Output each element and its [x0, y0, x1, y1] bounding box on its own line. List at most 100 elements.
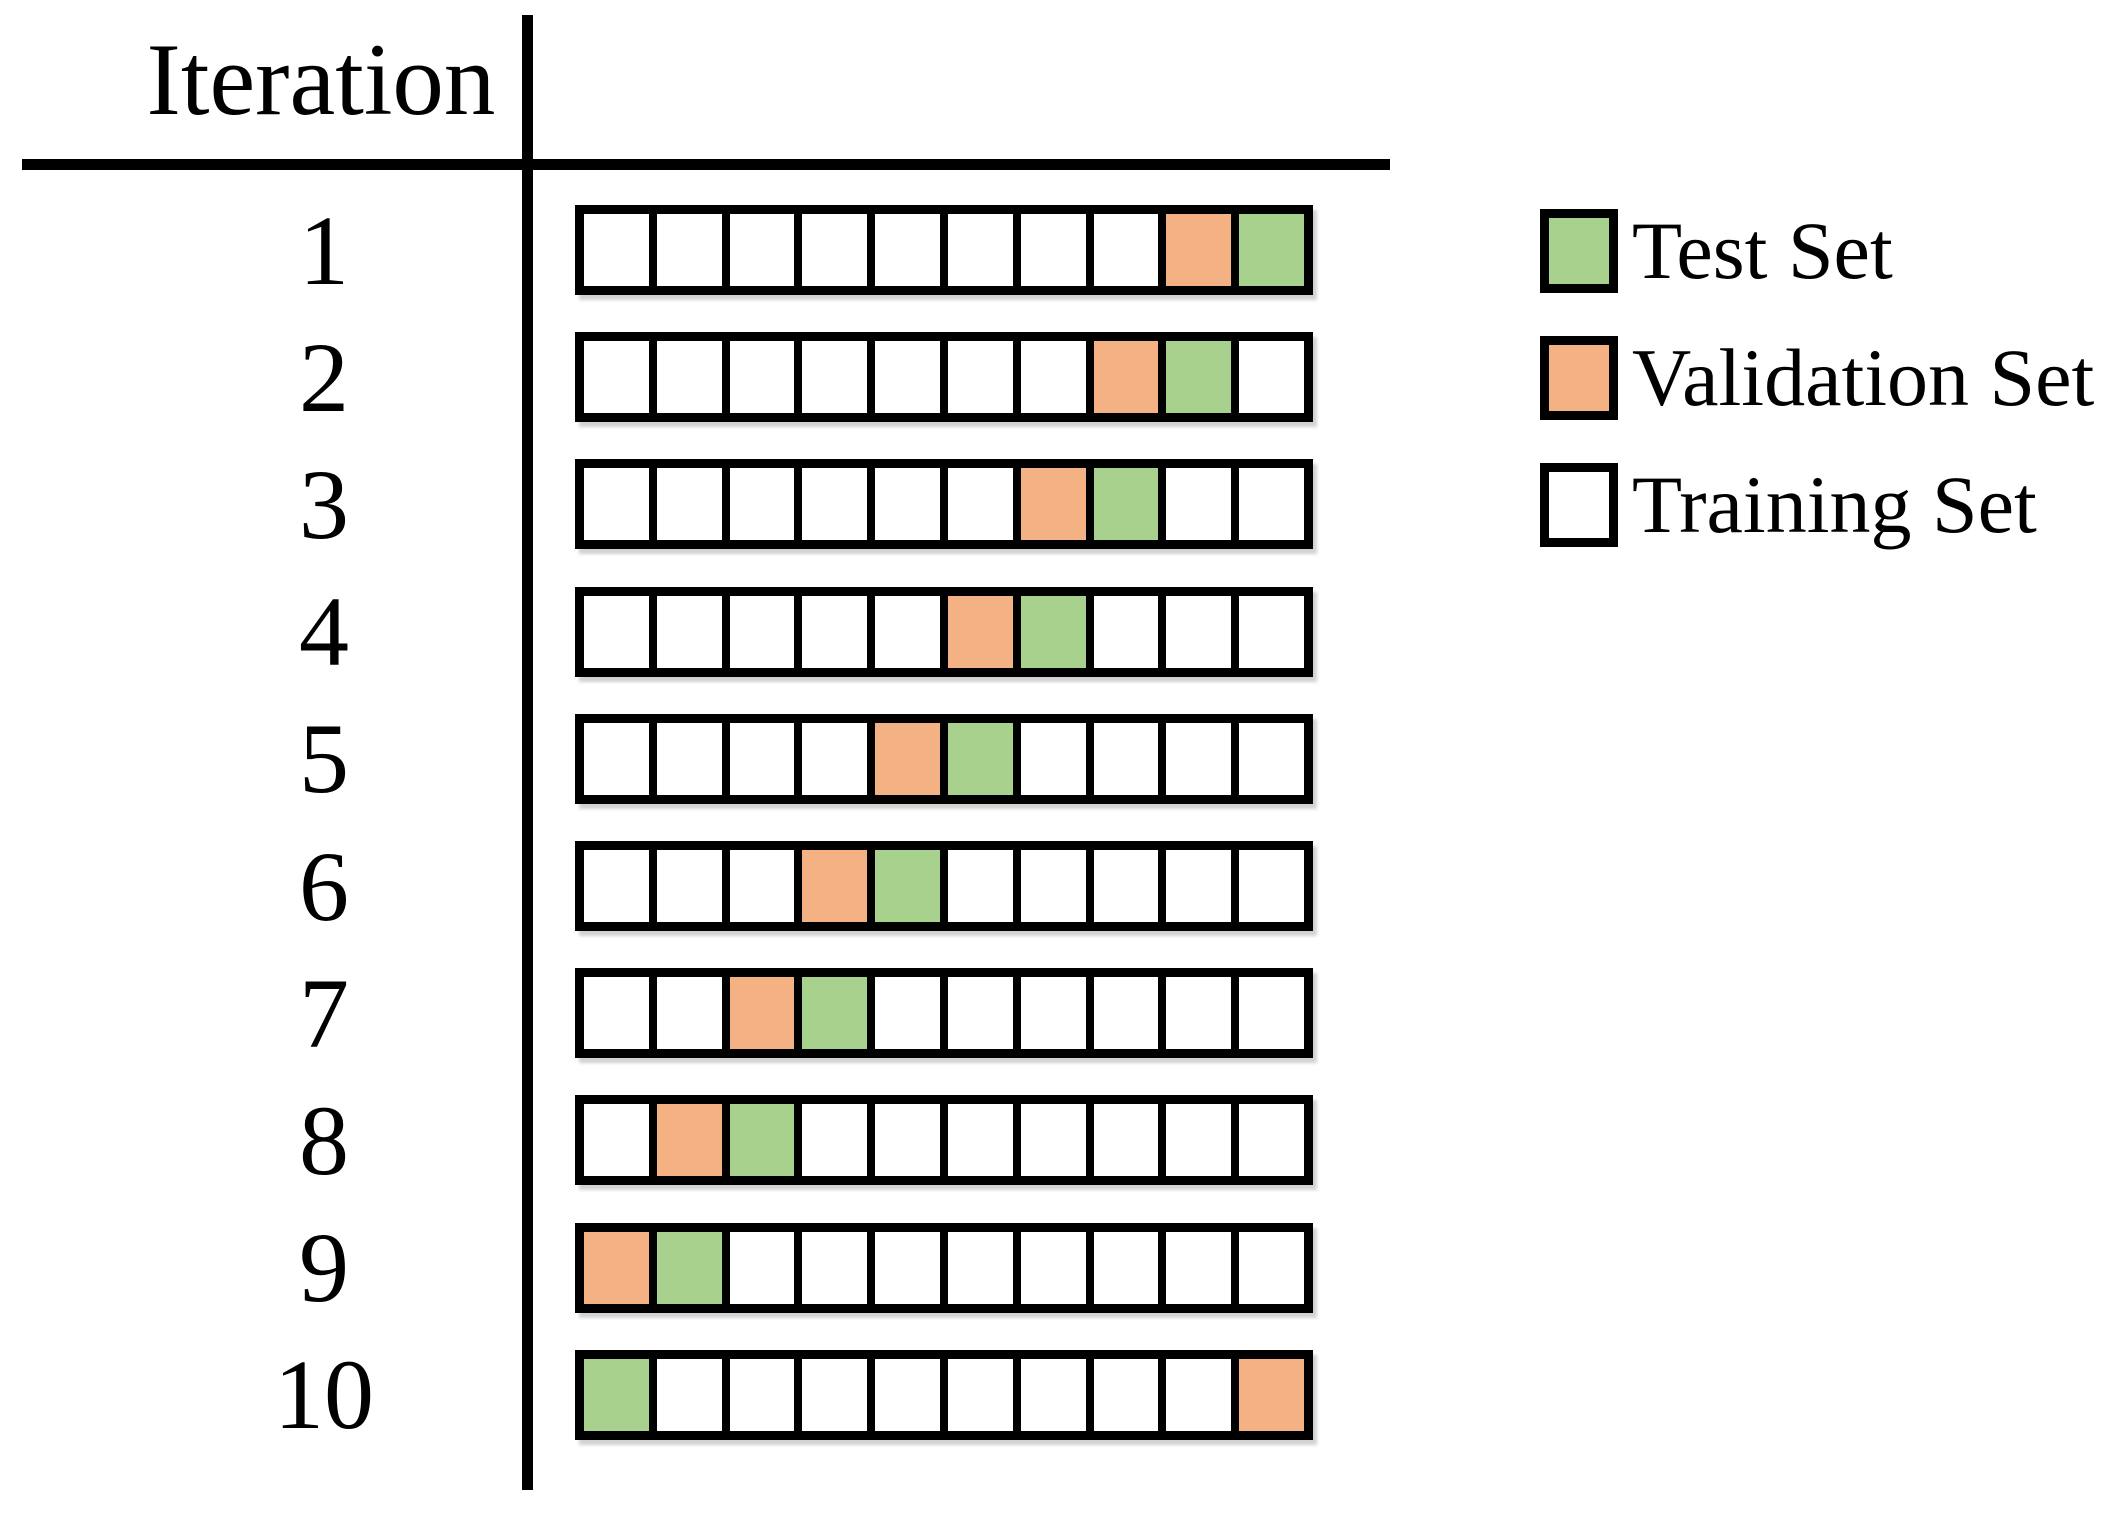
iteration-number: 2 [299, 322, 349, 433]
cell-test [1239, 214, 1304, 286]
cell-train [584, 1104, 649, 1176]
cell-train [875, 1359, 940, 1431]
fold-strip [575, 1223, 1313, 1313]
cell-train [584, 850, 649, 922]
cell-validation [1166, 214, 1232, 286]
column-divider-line [522, 15, 533, 1490]
cell-train [729, 1359, 795, 1431]
legend-entry-test: Test Set [1540, 187, 1893, 314]
cell-train [1166, 1359, 1232, 1431]
cell-train [1093, 1232, 1159, 1304]
cell-train [802, 214, 868, 286]
cell-train [802, 1359, 868, 1431]
cell-train [1093, 723, 1159, 795]
header-divider-line [22, 159, 1390, 170]
iteration-number: 6 [299, 831, 349, 942]
cell-train [947, 341, 1013, 413]
cell-train [875, 341, 940, 413]
cell-train [1239, 468, 1304, 540]
cell-train [947, 1104, 1013, 1176]
cell-train [656, 468, 722, 540]
fold-strip [575, 459, 1313, 549]
cell-train [1093, 1104, 1159, 1176]
cell-train [1239, 341, 1304, 413]
cell-train [729, 723, 795, 795]
fold-strip [575, 1350, 1313, 1440]
cell-train [656, 341, 722, 413]
cell-train [1020, 1232, 1086, 1304]
cell-train [656, 850, 722, 922]
iteration-number: 3 [299, 449, 349, 560]
cell-train [1166, 596, 1232, 668]
legend-entry-train: Training Set [1540, 441, 2037, 568]
fold-strip [575, 714, 1313, 804]
cell-test [875, 850, 940, 922]
fold-strip [575, 841, 1313, 931]
cell-train [875, 214, 940, 286]
cell-train [1239, 723, 1304, 795]
cell-validation [729, 977, 795, 1049]
cell-train [875, 596, 940, 668]
fold-strip [575, 587, 1313, 677]
cell-validation [875, 723, 940, 795]
cell-train [1166, 977, 1232, 1049]
cell-train [656, 723, 722, 795]
cell-train [1020, 1104, 1086, 1176]
cell-train [875, 1232, 940, 1304]
cell-train [1166, 1232, 1232, 1304]
cell-train [802, 468, 868, 540]
iteration-column-header: Iteration [146, 23, 496, 137]
cell-train [1239, 1104, 1304, 1176]
cell-train [729, 341, 795, 413]
cell-train [729, 596, 795, 668]
cell-train [729, 468, 795, 540]
cell-train [875, 468, 940, 540]
cell-train [802, 1232, 868, 1304]
iteration-number: 1 [299, 195, 349, 306]
cell-train [656, 214, 722, 286]
cell-train [875, 1104, 940, 1176]
cell-train [1093, 214, 1159, 286]
cell-train [1020, 723, 1086, 795]
cell-train [1239, 850, 1304, 922]
cell-train [584, 468, 649, 540]
cell-train [802, 596, 868, 668]
cell-train [584, 214, 649, 286]
cell-test [947, 723, 1013, 795]
cell-train [1093, 977, 1159, 1049]
cell-validation [1093, 341, 1159, 413]
cell-train [584, 723, 649, 795]
cell-train [656, 1359, 722, 1431]
cell-train [729, 214, 795, 286]
cell-train [584, 341, 649, 413]
cell-test [729, 1104, 795, 1176]
cell-train [656, 596, 722, 668]
cell-validation [1020, 468, 1086, 540]
legend-label: Validation Set [1632, 332, 2095, 423]
legend-swatch-train [1540, 462, 1618, 547]
cell-test [1093, 468, 1159, 540]
cell-validation [1239, 1359, 1304, 1431]
cell-train [1020, 341, 1086, 413]
cell-train [584, 596, 649, 668]
cell-train [656, 977, 722, 1049]
cell-test [584, 1359, 649, 1431]
legend-label: Training Set [1632, 459, 2037, 550]
cell-train [729, 850, 795, 922]
cell-train [1239, 1232, 1304, 1304]
cell-train [1020, 1359, 1086, 1431]
cell-train [1239, 596, 1304, 668]
iteration-number: 4 [299, 576, 349, 687]
cell-train [1020, 214, 1086, 286]
iteration-number: 7 [299, 958, 349, 1069]
legend-swatch-validation [1540, 335, 1618, 420]
cell-train [947, 214, 1013, 286]
iteration-number: 10 [274, 1339, 374, 1450]
iteration-number: 8 [299, 1085, 349, 1196]
cell-train [802, 723, 868, 795]
cell-train [1020, 977, 1086, 1049]
fold-strip [575, 332, 1313, 422]
fold-strip [575, 1095, 1313, 1185]
cell-train [729, 1232, 795, 1304]
cell-train [802, 341, 868, 413]
